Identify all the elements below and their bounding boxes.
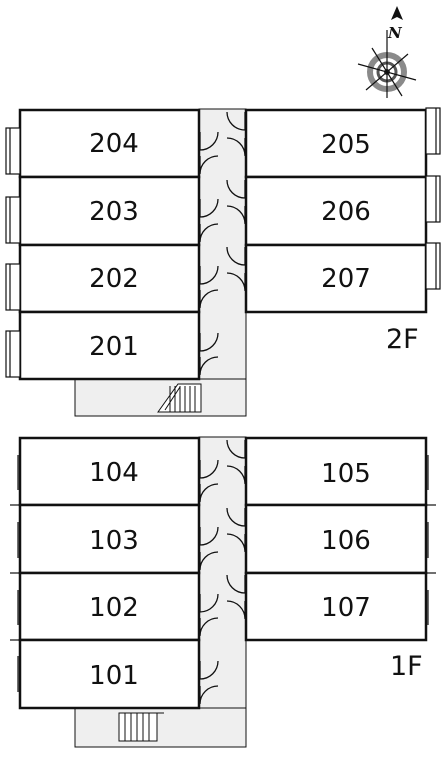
floor-label-1f: 1F bbox=[390, 651, 423, 682]
unit-101: 101 bbox=[18, 638, 201, 710]
unit-number: 104 bbox=[89, 458, 139, 488]
window-marks bbox=[10, 455, 436, 692]
unit-203: 203 bbox=[18, 175, 201, 247]
unit-202: 202 bbox=[18, 243, 201, 314]
unit-204: 204 bbox=[18, 108, 201, 179]
unit-number: 203 bbox=[89, 197, 139, 227]
stairs-icon bbox=[118, 712, 164, 742]
north-label: N bbox=[387, 24, 403, 42]
unit-104: 104 bbox=[18, 436, 201, 507]
unit-107: 107 bbox=[244, 571, 428, 642]
stairs-icon bbox=[157, 383, 202, 413]
unit-205: 205 bbox=[244, 108, 428, 179]
unit-201: 201 bbox=[18, 310, 201, 381]
door-swings bbox=[199, 111, 246, 376]
compass-icon: N bbox=[357, 6, 417, 98]
unit-number: 105 bbox=[321, 459, 371, 489]
floor-1f: 104 103 102 101 105 106 107 bbox=[10, 436, 436, 748]
unit-number: 206 bbox=[321, 197, 371, 227]
unit-207: 207 bbox=[244, 243, 428, 314]
unit-103: 103 bbox=[18, 503, 201, 575]
unit-number: 106 bbox=[321, 526, 371, 556]
unit-number: 202 bbox=[89, 264, 139, 294]
unit-105: 105 bbox=[244, 436, 428, 507]
unit-number: 207 bbox=[321, 264, 371, 294]
door-swings bbox=[199, 439, 246, 705]
window-frames bbox=[5, 107, 441, 378]
unit-106: 106 bbox=[244, 503, 428, 575]
unit-206: 206 bbox=[244, 175, 428, 247]
unit-number: 201 bbox=[89, 332, 139, 362]
unit-number: 204 bbox=[89, 129, 139, 159]
north-arrow-icon bbox=[391, 6, 403, 20]
unit-number: 107 bbox=[321, 593, 371, 623]
unit-number: 101 bbox=[89, 661, 139, 691]
floor-label-2f: 2F bbox=[386, 324, 419, 355]
unit-102: 102 bbox=[18, 571, 201, 642]
unit-number: 205 bbox=[321, 130, 371, 160]
unit-number: 103 bbox=[89, 526, 139, 556]
unit-number: 102 bbox=[89, 593, 139, 623]
floor-2f: 204 203 202 201 205 206 207 bbox=[5, 107, 441, 417]
